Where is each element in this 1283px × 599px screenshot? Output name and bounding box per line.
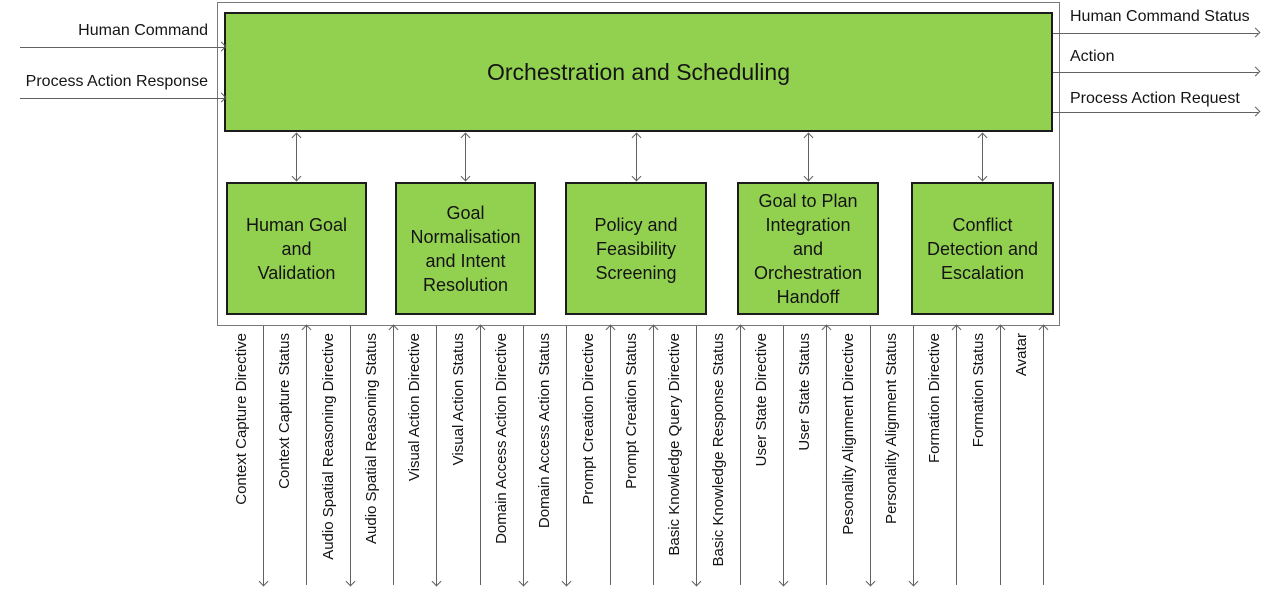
link-line [808,134,809,180]
channel-line [480,326,481,585]
arrowhead-up-icon [951,324,962,335]
channel-label: Context Capture Status [276,333,293,489]
channel-line [523,326,524,585]
channel-label: Pesonality Alignment Directive [840,333,857,535]
orchestration-and-scheduling-box: Orchestration and Scheduling [224,12,1053,132]
module-label: Goal to Plan Integration and Orchestrati… [753,190,863,307]
module-policy-and-feasibility-screening: Policy and Feasibility Screening [565,182,707,315]
channel-label: Avatar [1013,333,1030,377]
channel-label: Visual Action Status [450,333,467,466]
channel-line [1043,326,1044,585]
output-arrow-process-action-request [1053,106,1261,117]
output-arrow-human-command-status [1053,27,1261,38]
channel-label: Context Capture Directive [233,333,250,505]
channel-line [350,326,351,585]
arrowhead-down-icon [778,576,789,587]
channel-line [913,326,914,585]
arrowhead-up-icon [388,324,399,335]
module-label: Human Goal and Validation [245,214,348,283]
arrowhead-up-icon [821,324,832,335]
module-goal-to-plan-integration-and-orchestration-handoff: Goal to Plan Integration and Orchestrati… [737,182,879,315]
input-arrow-process-action-response [20,92,227,103]
arrowhead-up-icon [735,324,746,335]
module-label: Policy and Feasibility Screening [594,214,678,283]
arrowhead-up-icon [648,324,659,335]
arrowhead-down-icon [258,576,269,587]
channel-line [696,326,697,585]
channel-label: User State Status [796,333,813,451]
input-label-human-command: Human Command [78,22,208,39]
arrowhead-down-icon [908,576,919,587]
channel-line [436,326,437,585]
channel-line [263,326,264,585]
channel-line [566,326,567,585]
channel-label: Prompt Creation Directive [580,333,597,505]
module-label: Conflict Detection and Escalation [926,214,1039,283]
channel-line [826,326,827,585]
arrowhead-down-icon [345,576,356,587]
module-conflict-detection-and-escalation: Conflict Detection and Escalation [911,182,1054,315]
channel-label: User State Directive [753,333,770,467]
arrowhead-down-icon [518,576,529,587]
channel-line [783,326,784,585]
channel-label: Visual Action Directive [406,333,423,482]
arrowhead-down-icon [431,576,442,587]
output-arrow-action [1053,66,1261,77]
input-arrow-human-command [20,41,227,52]
channel-line [740,326,741,585]
channel-line [1000,326,1001,585]
channel-label: Formation Directive [926,333,943,464]
arrowhead-up-icon [995,324,1006,335]
link-line [982,134,983,180]
arrowhead-down-icon [691,576,702,587]
arrowhead-right-icon [1250,66,1261,77]
output-label-process-action-request: Process Action Request [1070,90,1240,107]
orchestration-container-outline [217,2,1060,326]
output-label-action: Action [1070,48,1115,65]
link-line [636,134,637,180]
channel-line [956,326,957,585]
link-line [296,134,297,180]
input-label-process-action-response: Process Action Response [25,73,208,90]
channel-label: Prompt Creation Status [623,333,640,489]
channel-label: Audio Spatial Reasoning Status [363,333,380,544]
channel-label: Domain Access Action Status [536,333,553,529]
arrowhead-up-icon [1038,324,1049,335]
channel-label: Basic Knowledge Response Status [710,333,727,567]
arrowhead-up-icon [605,324,616,335]
module-goal-normalisation-and-intent-resolution: Goal Normalisation and Intent Resolution [395,182,536,315]
channel-line [653,326,654,585]
channel-label: Domain Access Action Directive [493,333,510,544]
arrowhead-up-icon [301,324,312,335]
arrowhead-down-icon [561,576,572,587]
orchestration-and-scheduling-title: Orchestration and Scheduling [486,58,791,85]
link-line [465,134,466,180]
channel-label: Audio Spatial Reasoning Directive [320,333,337,560]
module-human-goal-and-validation: Human Goal and Validation [226,182,367,315]
channel-label: Personality Alignment Status [883,333,900,524]
channel-line [306,326,307,585]
output-label-human-command-status: Human Command Status [1070,8,1250,25]
channel-line [870,326,871,585]
arrowhead-right-icon [1250,27,1261,38]
channel-line [393,326,394,585]
channel-label: Formation Status [970,333,987,448]
arrowhead-up-icon [475,324,486,335]
arrowhead-down-icon [865,576,876,587]
module-label: Goal Normalisation and Intent Resolution [410,202,521,295]
channel-line [610,326,611,585]
channel-label: Basic Knowledge Query Directive [666,333,683,556]
